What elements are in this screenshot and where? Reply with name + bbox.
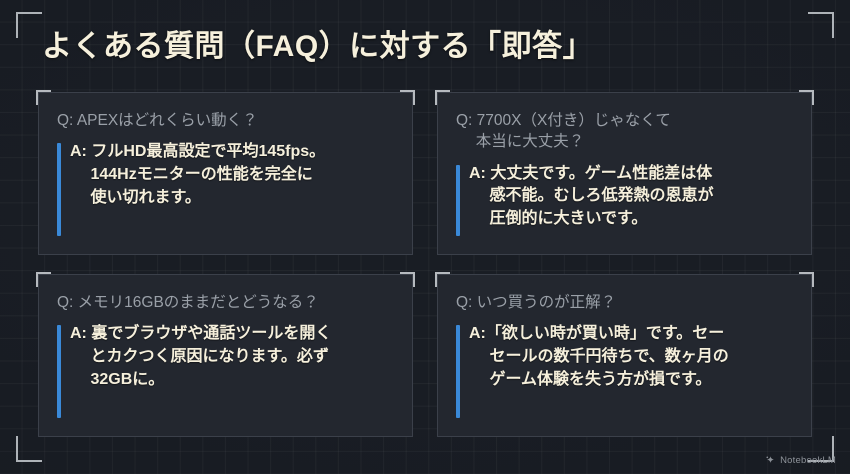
card-bracket-top-right [799, 272, 814, 287]
faq-question: Q: 7700X（X付き）じゃなくて 本当に大丈夫？ [456, 112, 671, 151]
card-bracket-top-right [400, 90, 415, 105]
answer-accent-bar [57, 143, 61, 236]
notebooklm-watermark-label: NotebookLM [780, 455, 836, 466]
slide-title: よくある質問（FAQ）に対する「即答」 [42, 30, 594, 63]
faq-answer: A:「欲しい時が買い時」です。セー セールの数千円待ちで、数ヶ月の ゲーム体験を… [469, 325, 729, 388]
card-bracket-top-right [400, 272, 415, 287]
faq-answer-block: A: 大丈夫です。ゲーム性能差は体 感不能。むしろ低発熱の恩恵が 圧倒的に大きい… [456, 163, 793, 242]
faq-answer-block: A: フルHD最高設定で平均145fps。 144Hzモニターの性能を完全に 使… [57, 141, 394, 242]
faq-answer: A: フルHD最高設定で平均145fps。 144Hzモニターの性能を完全に 使… [70, 143, 326, 206]
card-bracket-top-left [36, 272, 51, 287]
card-bracket-top-right [799, 90, 814, 105]
card-bracket-top-left [435, 272, 450, 287]
card-bracket-top-left [435, 90, 450, 105]
faq-card-grid: Q: APEXはどれくらい動く？ A: フルHD最高設定で平均145fps。 1… [36, 90, 814, 437]
notebooklm-spark-icon [765, 455, 776, 466]
frame-bracket-top-right [808, 12, 834, 38]
faq-card-4: Q: いつ買うのが正解？ A:「欲しい時が買い時」です。セー セールの数千円待ち… [435, 272, 814, 437]
faq-card-1: Q: APEXはどれくらい動く？ A: フルHD最高設定で平均145fps。 1… [36, 90, 415, 255]
answer-accent-bar [456, 325, 460, 418]
answer-accent-bar [456, 164, 460, 236]
faq-card-2: Q: 7700X（X付き）じゃなくて 本当に大丈夫？ A: 大丈夫です。ゲーム性… [435, 90, 814, 255]
faq-card-3: Q: メモリ16GBのままだとどうなる？ A: 裏でブラウザや通話ツールを開く … [36, 272, 415, 437]
faq-answer-block: A:「欲しい時が買い時」です。セー セールの数千円待ちで、数ヶ月の ゲーム体験を… [456, 323, 793, 424]
frame-bracket-bottom-left [16, 436, 42, 462]
card-bracket-top-left [36, 90, 51, 105]
faq-answer-block: A: 裏でブラウザや通話ツールを開く とカクつく原因になります。必ず 32GBに… [57, 323, 394, 424]
answer-accent-bar [57, 325, 61, 418]
faq-answer: A: 大丈夫です。ゲーム性能差は体 感不能。むしろ低発熱の恩恵が 圧倒的に大きい… [469, 164, 714, 228]
faq-question: Q: いつ買うのが正解？ [456, 294, 617, 311]
faq-question: Q: メモリ16GBのままだとどうなる？ [57, 294, 319, 311]
frame-bracket-top-left [16, 12, 42, 38]
faq-question: Q: APEXはどれくらい動く？ [57, 112, 258, 129]
faq-answer: A: 裏でブラウザや通話ツールを開く とカクつく原因になります。必ず 32GBに… [70, 325, 332, 388]
notebooklm-watermark: NotebookLM [765, 455, 836, 466]
